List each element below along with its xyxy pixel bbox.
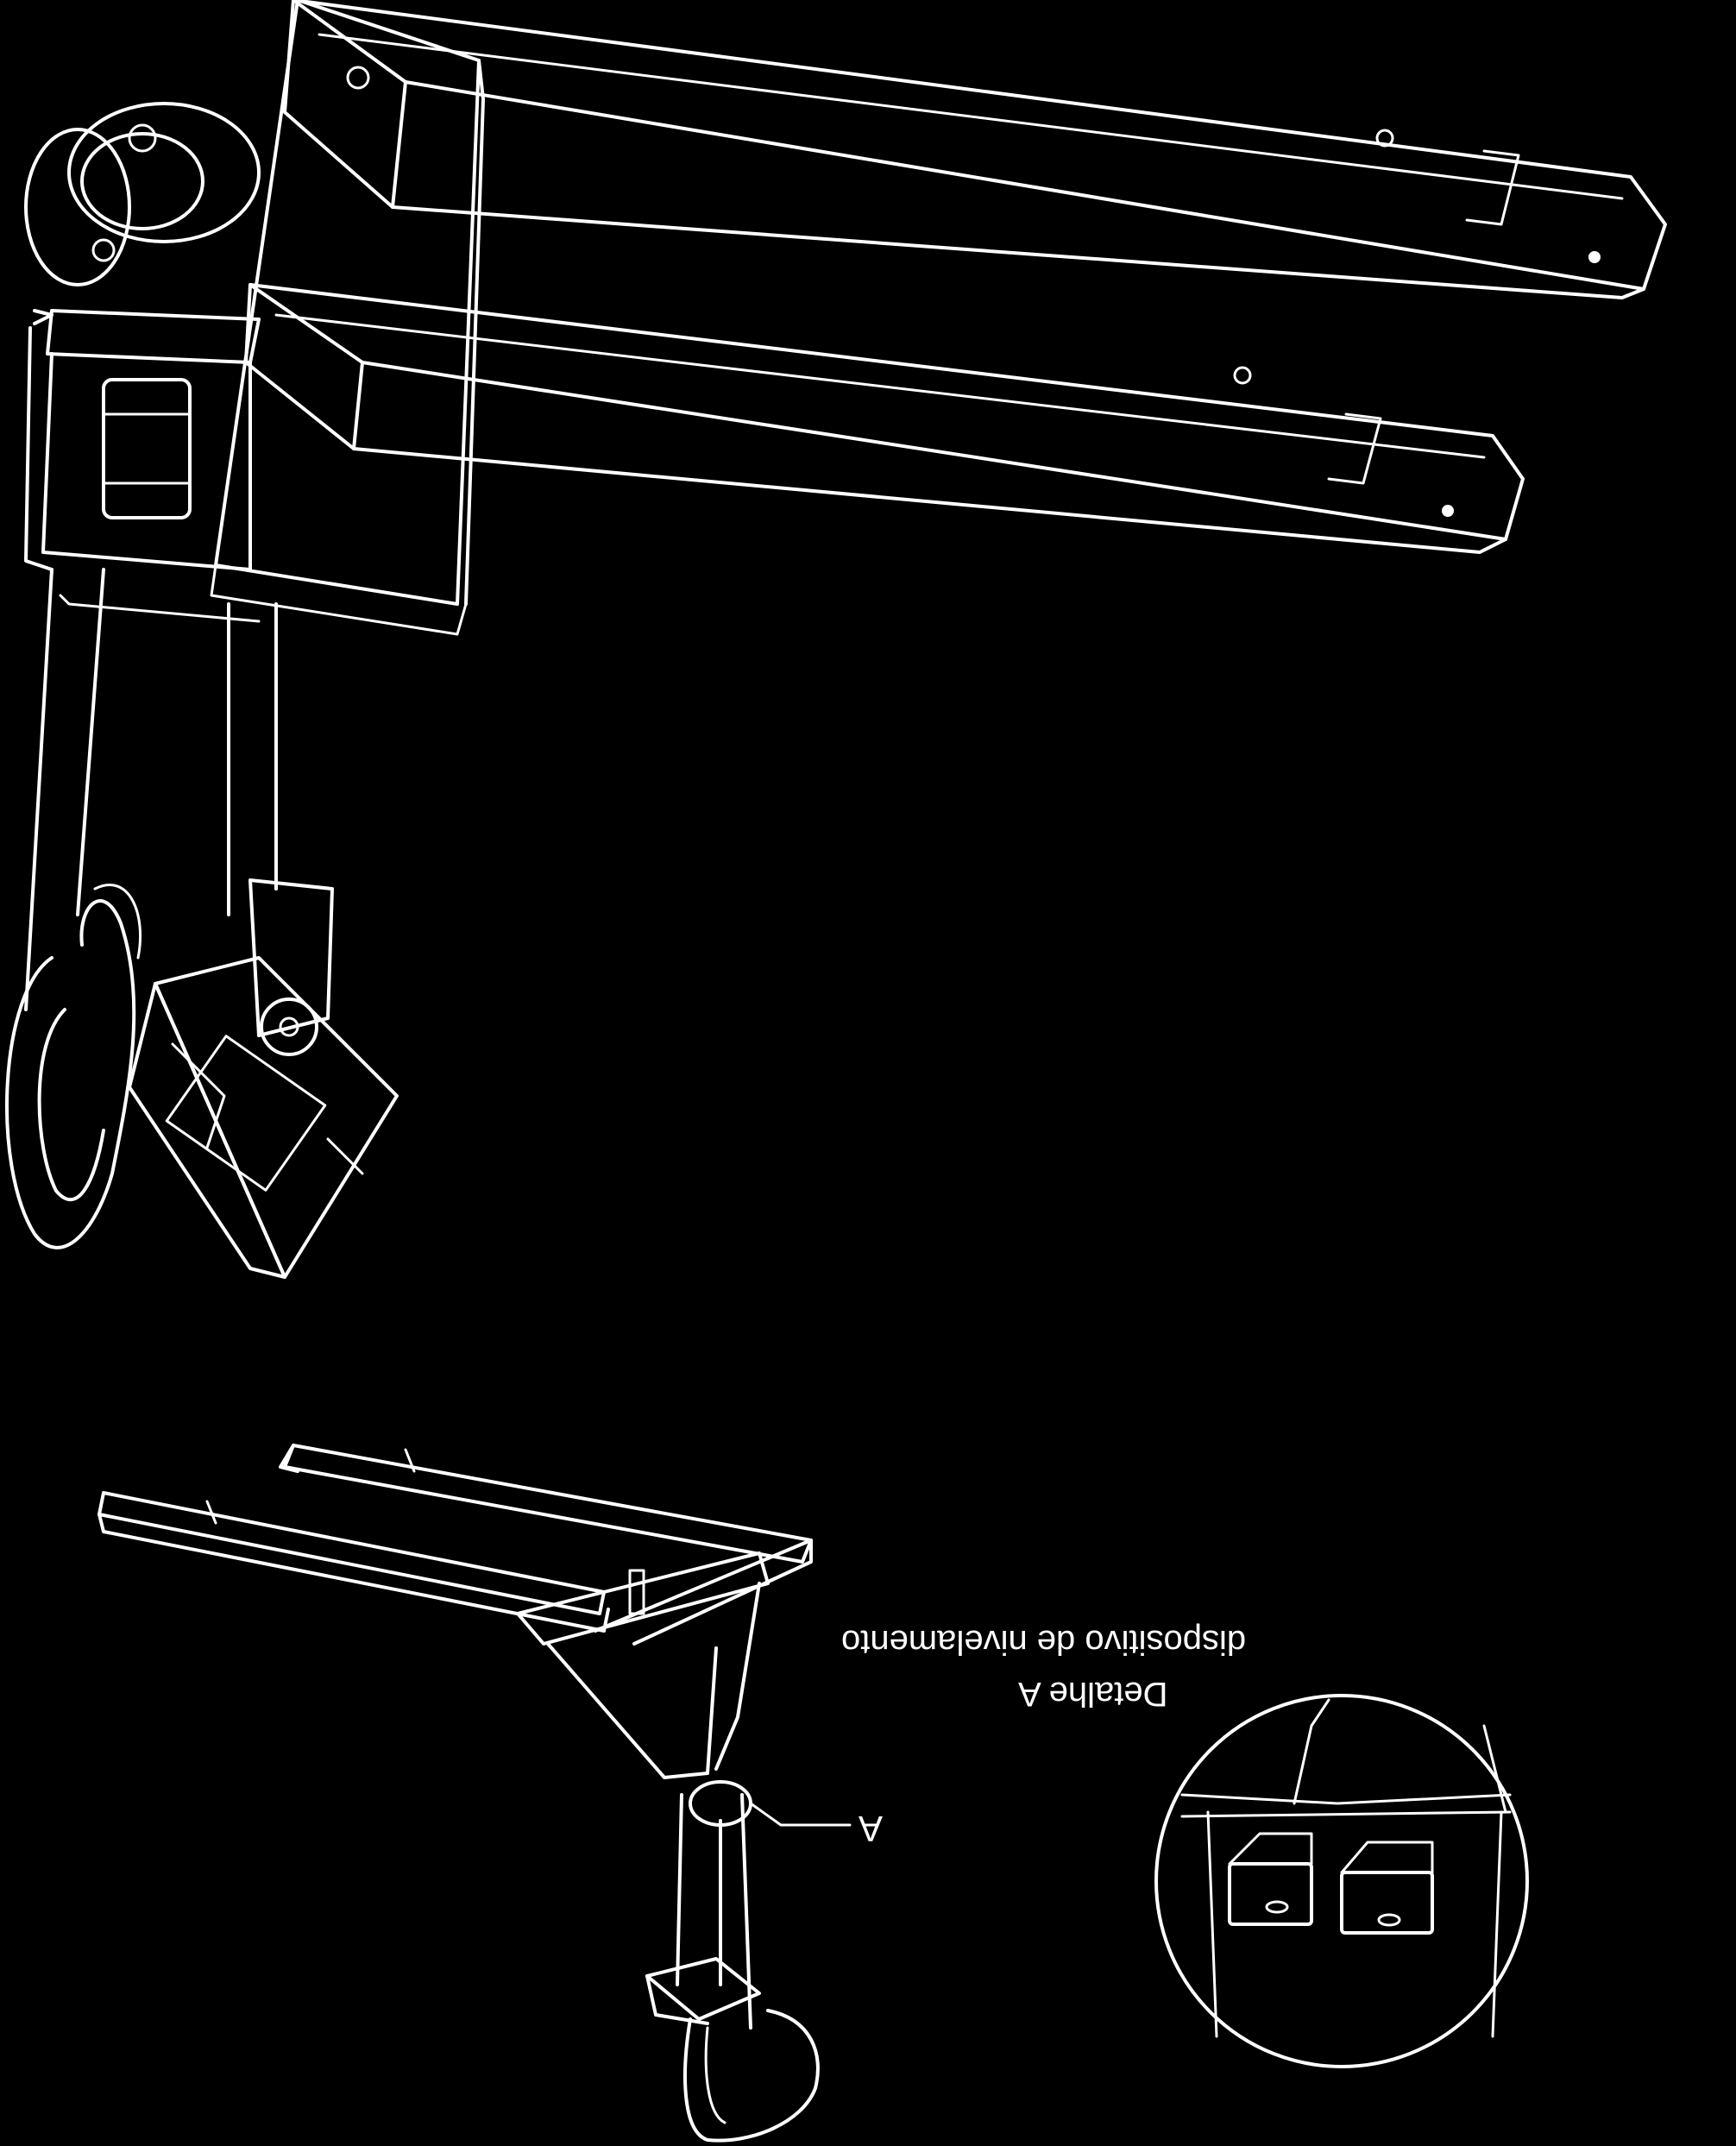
device-caption: dispositivo de nivelamento [841,1623,1247,1661]
chassis-block [210,0,485,636]
control-box [128,878,399,1279]
large-pallet-truck [5,0,1667,1279]
callout-leader [749,1802,852,1827]
pump-assembly [24,102,261,571]
handle-shafts [24,568,278,1011]
upper-fork [283,0,1667,299]
detail-a-magnifier [1154,1694,1529,2068]
detail-caption: Detalhe A [1018,1675,1168,1713]
small-fork-upper [283,1444,813,1564]
handle-grip [5,883,142,1249]
lower-fork [244,283,1525,554]
small-fork-lower [97,1491,606,1615]
small-pallet-truck [97,1444,852,2143]
callout-a-label: A [859,1809,884,1849]
